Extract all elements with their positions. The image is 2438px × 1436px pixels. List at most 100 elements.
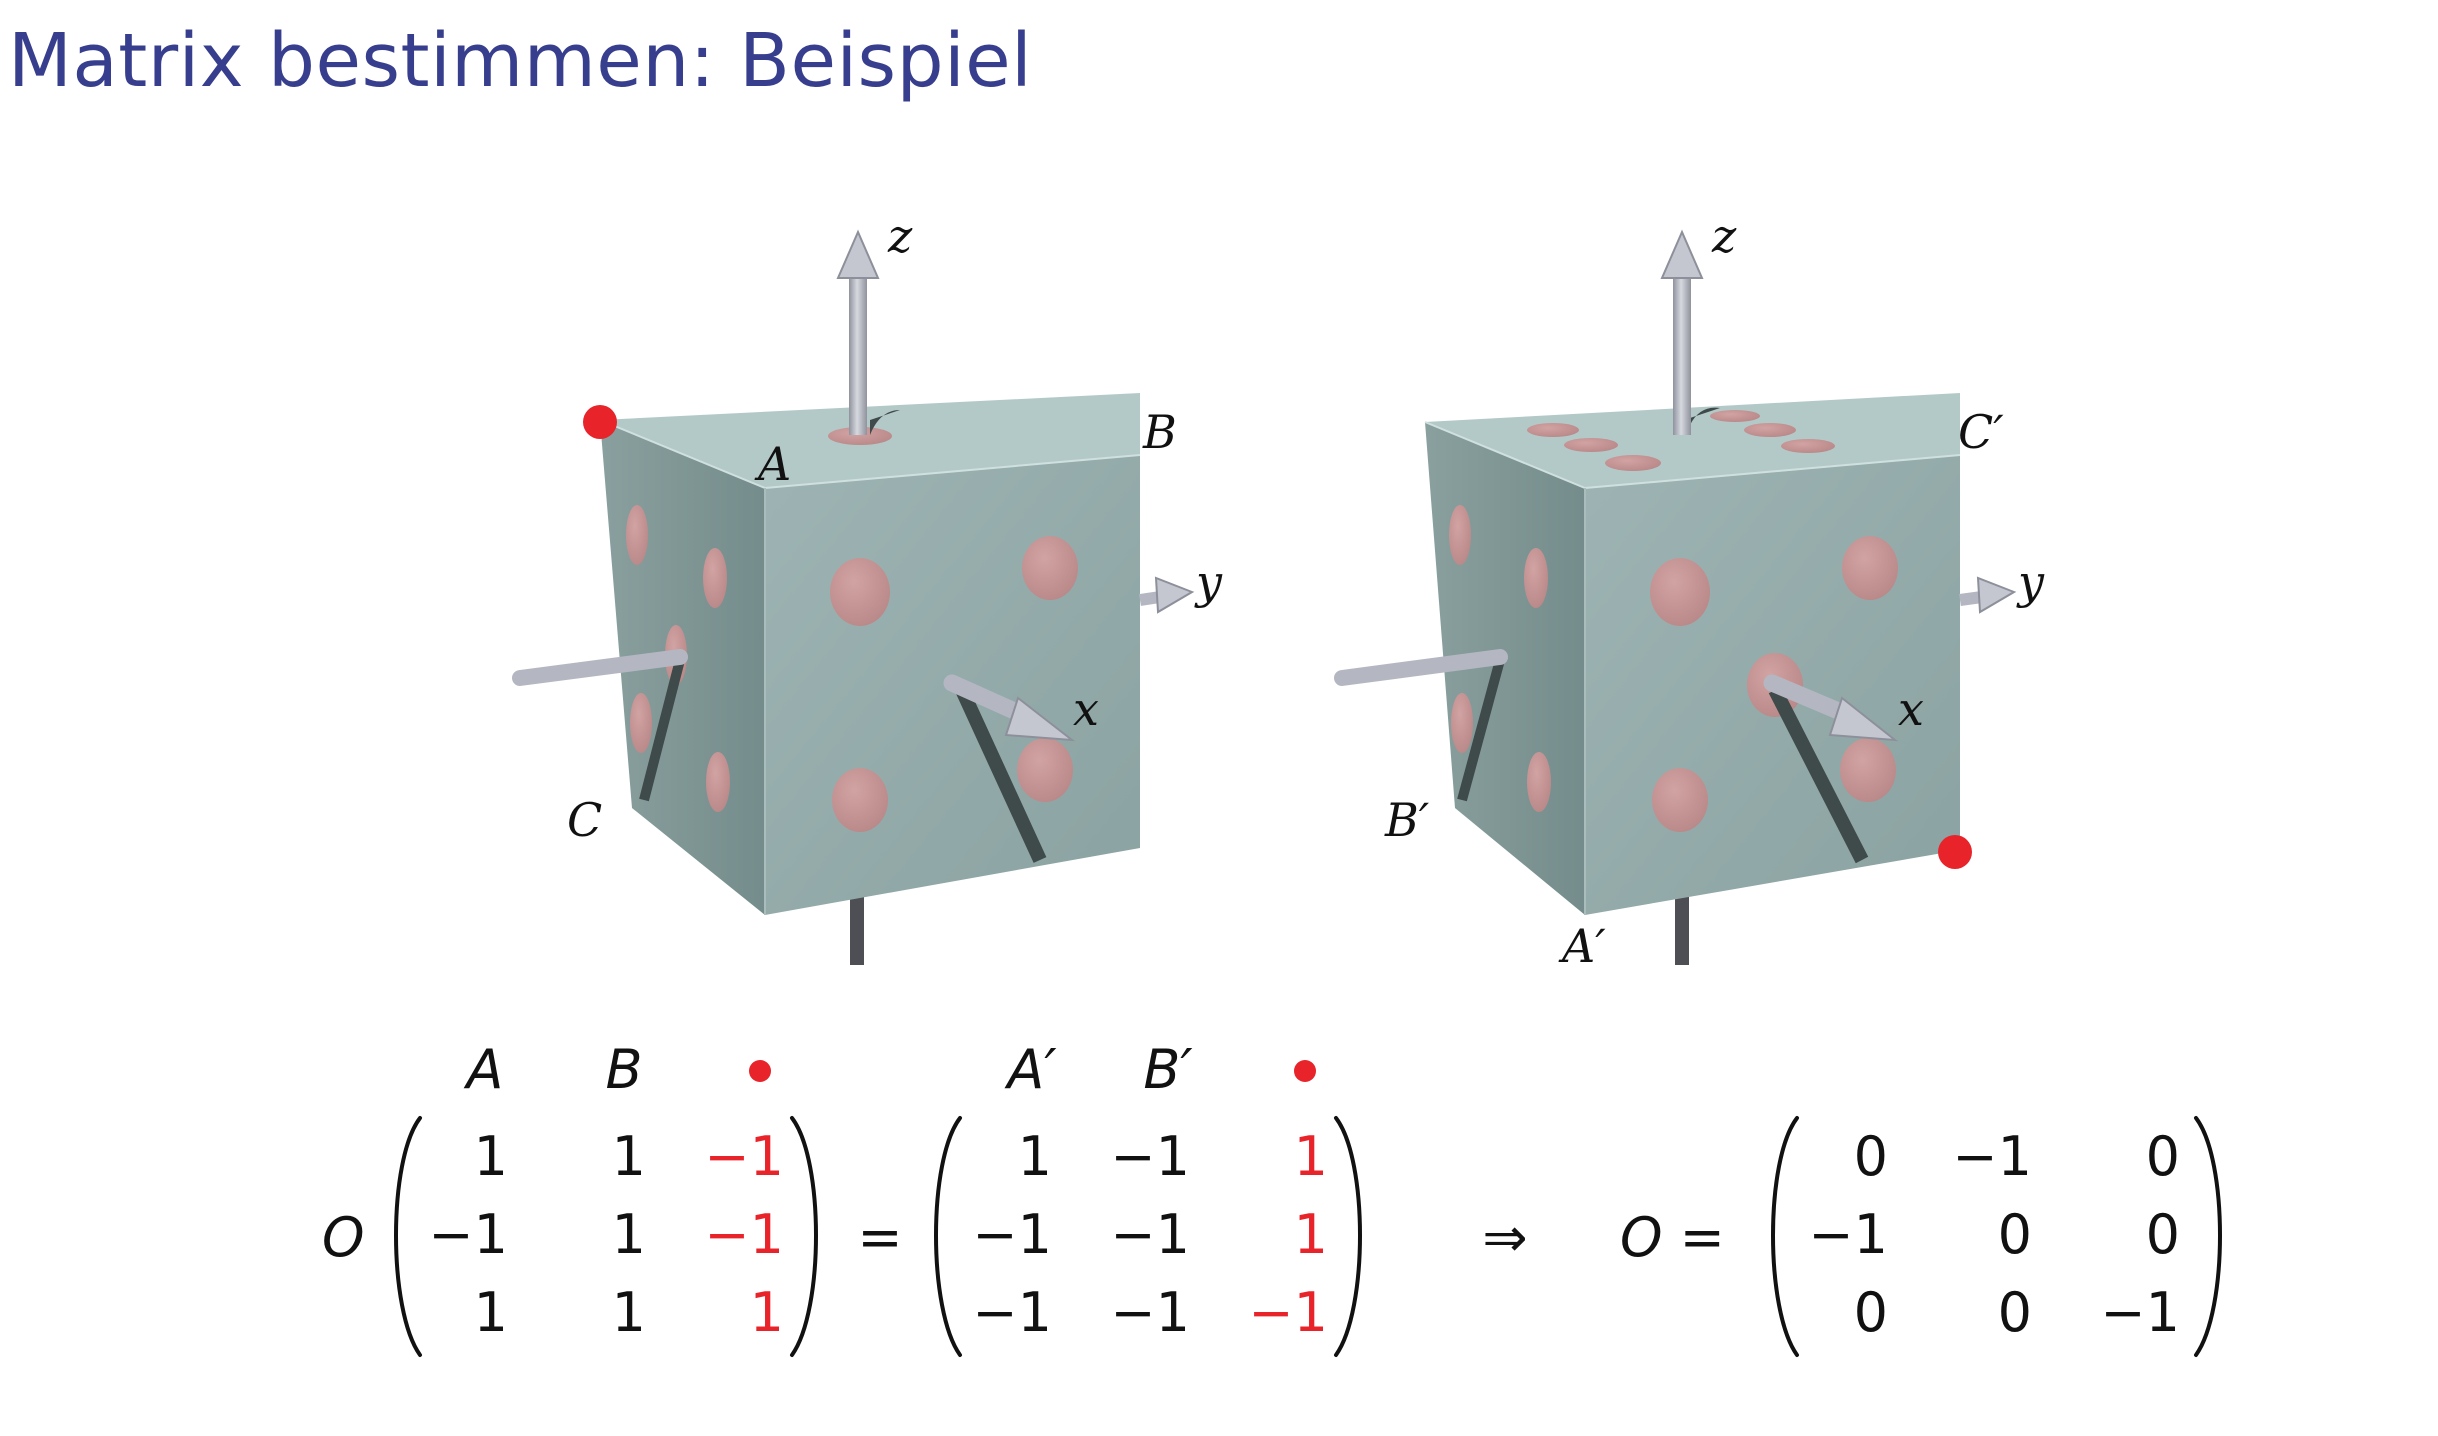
matrix-cell: 1 [612,1203,646,1266]
column-header: B [605,1038,642,1101]
pip [1781,439,1835,453]
pip [1744,423,1796,437]
corner-label-a: A [754,437,791,491]
left-paren [1771,1116,1799,1357]
z-axis-arrowhead [836,229,880,279]
axis-shadow [955,687,1047,863]
x-axis-back-shaft [1334,649,1508,686]
matrix-cell: −1 [1110,1281,1190,1344]
corner-label-a-prime: A′ [1558,919,1606,973]
right-paren [1334,1116,1362,1357]
matrix-cell: 1 [1018,1125,1052,1188]
corner-label-c: C [567,793,602,847]
z-axis-label: z [1711,209,1737,263]
pip [832,768,888,832]
left-die: z y x A B C [512,209,1223,965]
z-axis-shaft [849,275,867,435]
matrix-cell: −1 [1110,1125,1190,1188]
pip [1652,768,1708,832]
pip [1605,455,1661,471]
matrix-cell: 1 [474,1125,508,1188]
matrix-cell: −1 [972,1203,1052,1266]
matrix-cell: 1 [1294,1125,1328,1188]
slide-title: Matrix bestimmen: Beispiel [8,18,1033,104]
pip [1840,738,1896,802]
x-axis-arrowhead [1828,696,1899,742]
x-axis-label: x [1073,682,1099,736]
pip [1527,423,1579,437]
matrix-cell: 0 [1854,1281,1888,1344]
z-axis-lower-stub [850,895,864,965]
red-dot-header [749,1060,771,1082]
pip [1449,505,1471,565]
operator-symbol: O [322,1206,365,1269]
pip [1017,738,1073,802]
axis-shadow [1457,658,1505,802]
matrix-cell: 1 [612,1125,646,1188]
matrix-cell: 1 [474,1281,508,1344]
left-matrix-entries: 1 1 −1 −1 1 −1 1 1 1 [428,1125,784,1344]
equals-sign: = [857,1206,902,1269]
matrix-equation: A B A′ B′ O 1 1 −1 −1 1 −1 1 1 1 = 1 −1 [322,1038,2222,1357]
axis-shadow [639,658,685,802]
y-axis-label: y [1194,555,1223,609]
result-label: O = [1620,1206,1725,1269]
matrix-cell: 0 [2146,1125,2180,1188]
red-dot-header [1294,1060,1316,1082]
left-paren [394,1116,422,1357]
z-axis-arrowhead [1660,229,1704,279]
pip [1022,536,1078,600]
corner-label-b: B [1142,405,1177,459]
red-vertex-marker [1938,835,1972,869]
right-die: z y x C′ B′ A′ [1334,209,2045,973]
pip [1842,536,1898,600]
left-paren [934,1116,962,1357]
matrix-cell: −1 [1952,1125,2032,1188]
matrix-cell: −1 [704,1125,784,1188]
matrix-cell: 0 [1998,1281,2032,1344]
result-matrix-entries: 0 −1 0 −1 0 0 0 0 −1 [1808,1125,2180,1344]
pip [703,548,727,608]
matrix-cell: −1 [1248,1281,1328,1344]
pip [830,558,890,626]
right-paren [2194,1116,2222,1357]
matrix-cell: 0 [1854,1125,1888,1188]
y-axis-arrowhead [1154,576,1195,614]
axis-shadow [1690,407,1720,425]
matrix-cell: −1 [972,1281,1052,1344]
pip [1710,410,1760,422]
cube-top-face [1425,393,1960,488]
pip [1650,558,1710,626]
matrix-cell: −1 [428,1203,508,1266]
axis-shadow [870,410,900,435]
matrix-cell: −1 [1110,1203,1190,1266]
column-header: B′ [1143,1038,1192,1101]
matrix-cell: −1 [704,1203,784,1266]
z-axis-shaft [1673,275,1691,435]
matrix-cell: 1 [1294,1203,1328,1266]
x-axis-arrowhead [1004,696,1076,742]
pip [706,752,730,812]
pip [1524,548,1548,608]
right-matrix-entries: 1 −1 1 −1 −1 1 −1 −1 −1 [972,1125,1328,1344]
implies-arrow: ⇒ [1482,1206,1527,1269]
y-axis-label: y [2016,555,2045,609]
pip [1564,438,1618,452]
column-header: A [464,1038,504,1101]
pip [626,505,648,565]
matrix-cell: −1 [2100,1281,2180,1344]
pip [630,693,652,753]
red-vertex-marker [583,405,617,439]
pip [828,427,892,445]
column-header: A′ [1004,1038,1056,1101]
x-axis-back-shaft [512,649,688,686]
y-axis-arrowhead [1976,576,2017,614]
corner-label-c-prime: C′ [1958,405,2004,459]
matrix-cell: 1 [612,1281,646,1344]
pip [1527,752,1551,812]
right-paren [790,1116,818,1357]
axis-shadow [1768,686,1869,864]
corner-label-b-prime: B′ [1384,793,1430,847]
z-axis-lower-stub [1675,895,1689,965]
